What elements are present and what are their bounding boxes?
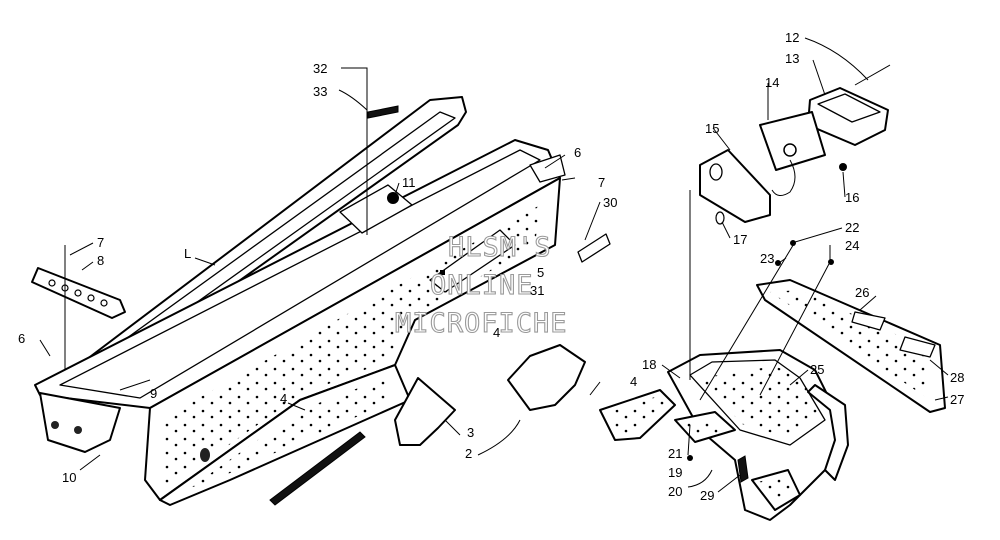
callout-labels: 32 33 11 7 8 L 6 9 10 4 5 31 30 6 7 4 3 … <box>18 30 964 503</box>
callout-9: 9 <box>150 386 157 401</box>
callout-10: 10 <box>62 470 76 485</box>
callout-L: L <box>184 246 191 261</box>
callout-11: 11 <box>402 175 416 190</box>
callout-5: 5 <box>537 265 544 280</box>
callout-2: 2 <box>465 446 472 461</box>
svg-text:MICROFICHE: MICROFICHE <box>395 308 568 339</box>
callout-23: 23 <box>760 251 774 266</box>
callout-13: 13 <box>785 51 799 66</box>
callout-29: 29 <box>700 488 714 503</box>
bracket-3 <box>394 377 456 446</box>
light-mount-15 <box>699 149 771 223</box>
decal-30 <box>577 233 611 263</box>
callout-27: 27 <box>950 392 964 407</box>
callout-28: 28 <box>950 370 964 385</box>
label-26 <box>851 311 886 331</box>
tunnel-assembly <box>31 96 611 506</box>
callout-20: 20 <box>668 484 682 499</box>
callout-7-left: 7 <box>97 235 104 250</box>
callout-18: 18 <box>642 357 656 372</box>
clip-29 <box>737 455 749 483</box>
watermark: HLSM'S ONLINE MICROFICHE <box>394 231 568 339</box>
taillight-lens <box>759 111 826 171</box>
callout-4-skirt: 4 <box>280 391 287 406</box>
leader-lines <box>39 37 949 493</box>
running-board-strip <box>269 431 366 506</box>
callout-30: 30 <box>603 195 617 210</box>
callout-16: 16 <box>845 190 859 205</box>
callout-14: 14 <box>765 75 779 90</box>
callout-4-center: 4 <box>493 325 500 340</box>
callout-17: 17 <box>733 232 747 247</box>
bracket-6 <box>529 154 566 183</box>
callout-4-mount: 4 <box>630 374 637 389</box>
front-skirt <box>39 392 121 453</box>
rear-mount-2 <box>507 344 586 411</box>
callout-32: 32 <box>313 61 327 76</box>
callout-3: 3 <box>467 425 474 440</box>
callout-21: 21 <box>668 446 682 461</box>
label-28 <box>899 336 936 358</box>
callout-19: 19 <box>668 465 682 480</box>
callout-25: 25 <box>810 362 824 377</box>
callout-12: 12 <box>785 30 799 45</box>
svg-text:ONLINE: ONLINE <box>430 270 534 301</box>
callout-22: 22 <box>845 220 859 235</box>
callout-6-left: 6 <box>18 331 25 346</box>
bolt-12 <box>854 64 891 86</box>
rivet-strip <box>367 105 399 119</box>
callout-8: 8 <box>97 253 104 268</box>
callout-31: 31 <box>530 283 544 298</box>
callout-24: 24 <box>845 238 859 253</box>
grab-handle <box>807 384 849 481</box>
callout-6-right: 6 <box>574 145 581 160</box>
callout-26: 26 <box>855 285 869 300</box>
rear-assembly <box>599 64 946 521</box>
svg-text:HLSM'S: HLSM'S <box>448 232 552 263</box>
callout-15: 15 <box>705 121 719 136</box>
callout-33: 33 <box>313 84 327 99</box>
hardware-5-31 <box>429 229 516 293</box>
callout-7-right: 7 <box>598 175 605 190</box>
